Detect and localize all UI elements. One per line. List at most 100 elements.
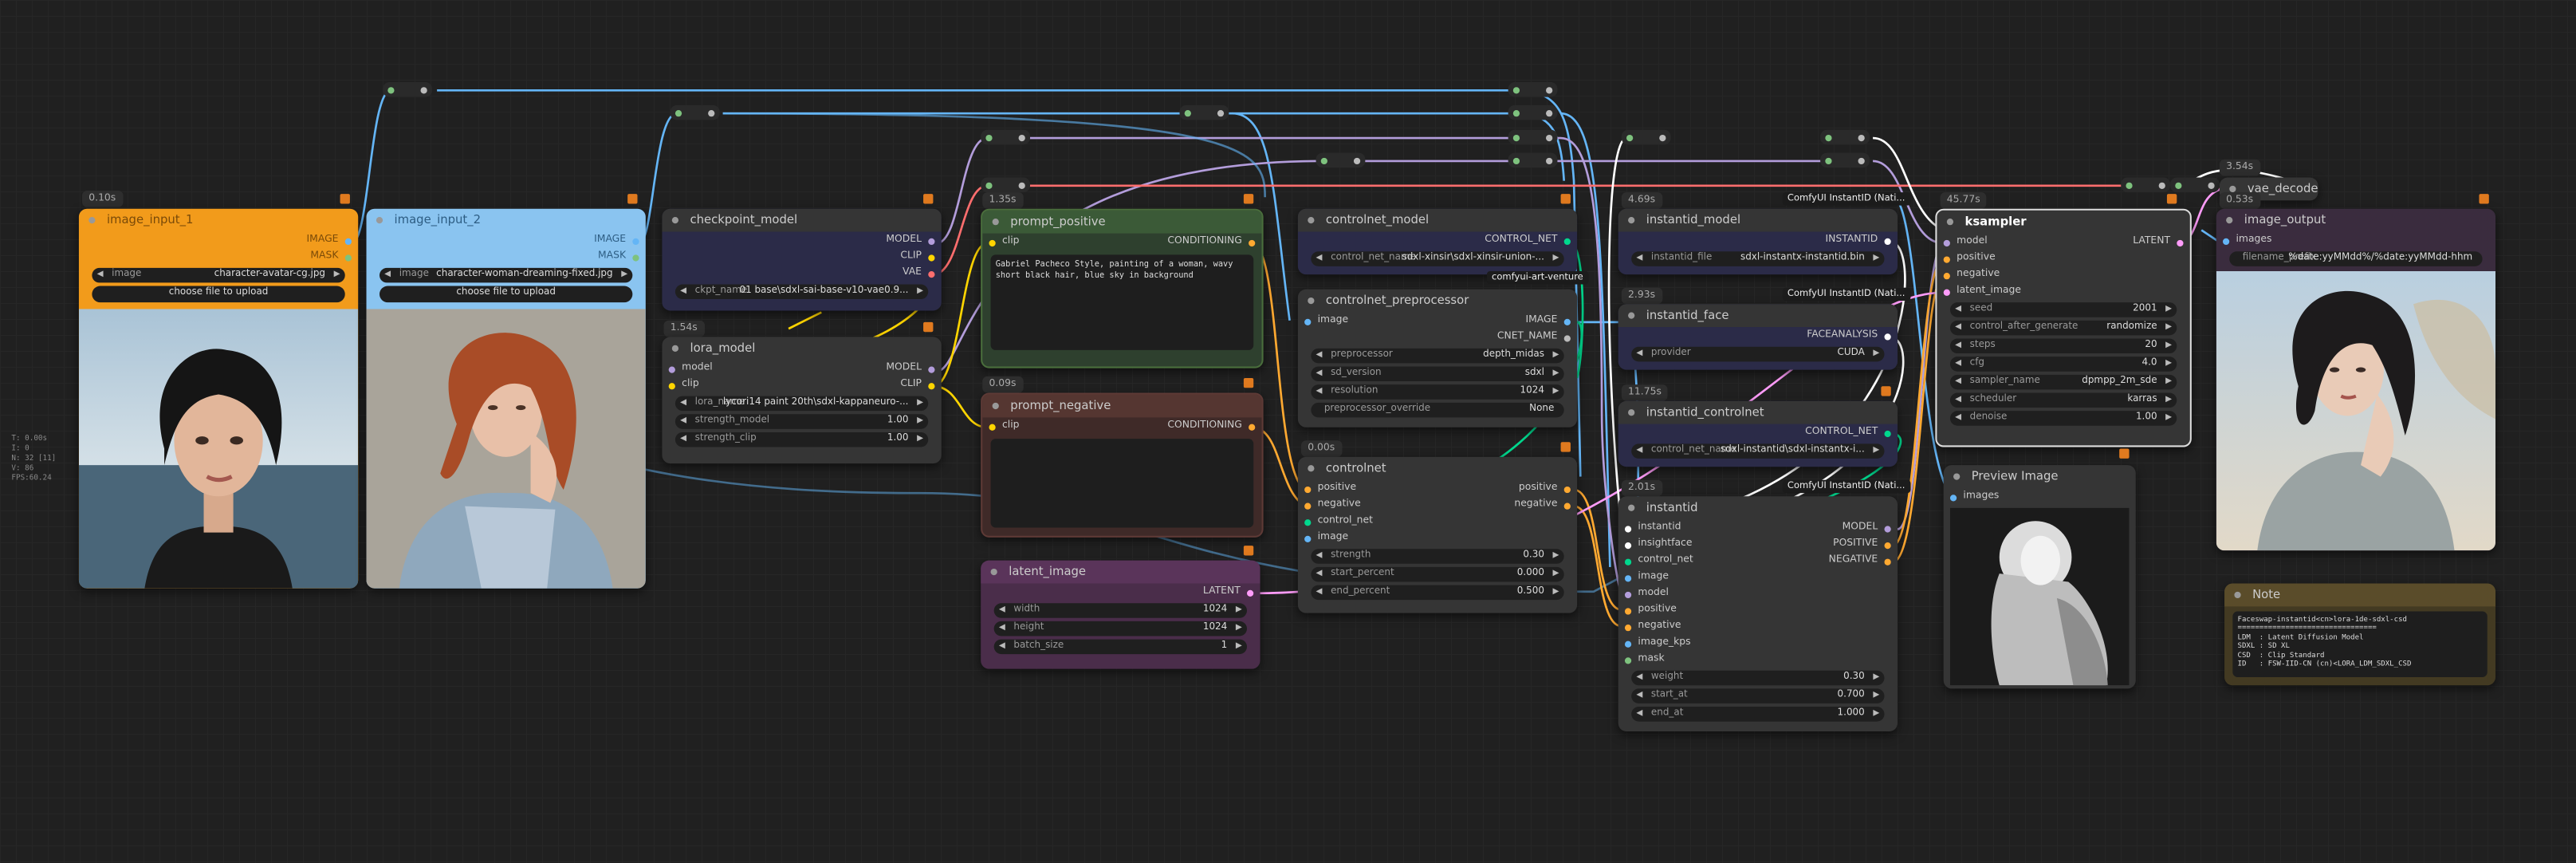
node-title[interactable]: instantid_model: [1618, 208, 1898, 232]
arrow-right-icon[interactable]: ▶: [2165, 412, 2173, 422]
reroute-node[interactable]: [1316, 152, 1366, 168]
reroute-node[interactable]: [1179, 104, 1229, 120]
input-slot[interactable]: [668, 365, 675, 372]
reroute-node[interactable]: [981, 177, 1030, 193]
output-slot[interactable]: [1884, 525, 1891, 532]
reroute-node[interactable]: [2121, 177, 2171, 193]
node-title[interactable]: instantid_controlnet: [1618, 400, 1898, 424]
output-slot[interactable]: [1884, 541, 1891, 549]
input-slot[interactable]: [1304, 502, 1312, 509]
input-slot[interactable]: [668, 382, 675, 389]
input-slot[interactable]: [1943, 238, 1950, 246]
arrow-right-icon[interactable]: ▶: [2165, 303, 2173, 313]
arrow-left-icon[interactable]: ◀: [1636, 444, 1643, 455]
node-title[interactable]: checkpoint_model: [662, 208, 942, 232]
arrow-left-icon[interactable]: ◀: [1636, 689, 1643, 699]
node-checkpoint-model[interactable]: checkpoint_model MODEL CLIP VAE ◀ckpt_na…: [662, 208, 942, 311]
arrow-right-icon[interactable]: ▶: [2165, 339, 2173, 349]
reroute-node[interactable]: [1820, 152, 1870, 168]
output-slot[interactable]: [1884, 237, 1891, 244]
input-slot[interactable]: [1624, 541, 1632, 549]
reroute-node[interactable]: [981, 129, 1030, 145]
output-slot[interactable]: [928, 382, 935, 389]
arrow-right-icon[interactable]: ▶: [1552, 550, 1559, 560]
arrow-right-icon[interactable]: ▶: [1552, 385, 1559, 396]
output-slot[interactable]: [1563, 317, 1571, 325]
node-note[interactable]: Note Faceswap-instantid<cn>lora-1de-sdxl…: [2224, 583, 2496, 686]
reroute-node[interactable]: [1820, 129, 1870, 145]
output-slot[interactable]: [344, 254, 352, 261]
arrow-right-icon[interactable]: ▶: [917, 432, 924, 443]
arrow-left-icon[interactable]: ◀: [680, 396, 687, 407]
input-slot[interactable]: [1304, 485, 1312, 493]
node-title[interactable]: latent_image: [981, 560, 1260, 584]
node-title[interactable]: image_input_2: [367, 209, 646, 232]
output-slot[interactable]: [632, 237, 639, 244]
node-image-output[interactable]: image_output images filename_prefix%date…: [2216, 208, 2496, 551]
arrow-left-icon[interactable]: ◀: [680, 415, 687, 425]
node-title[interactable]: prompt_negative: [982, 394, 1262, 418]
arrow-left-icon[interactable]: ◀: [1316, 385, 1323, 396]
arrow-right-icon[interactable]: ▶: [2165, 375, 2173, 386]
node-title[interactable]: controlnet: [1298, 457, 1577, 480]
filename-prefix-field[interactable]: filename_prefix%date:yyMMdd%/%date:yyMMd…: [2229, 250, 2483, 266]
arrow-right-icon[interactable]: ▶: [1552, 585, 1559, 596]
arrow-right-icon[interactable]: ▶: [1552, 252, 1559, 262]
output-slot[interactable]: [1563, 502, 1571, 509]
arrow-left-icon[interactable]: ◀: [1316, 550, 1323, 560]
input-slot[interactable]: [1624, 607, 1632, 614]
arrow-right-icon[interactable]: ▶: [1873, 689, 1880, 699]
arrow-left-icon[interactable]: ◀: [1636, 671, 1643, 682]
arrow-right-icon[interactable]: ▶: [1235, 621, 1242, 632]
input-slot[interactable]: [1624, 656, 1632, 664]
arrow-right-icon[interactable]: ▶: [621, 268, 628, 279]
arrow-right-icon[interactable]: ▶: [1552, 367, 1559, 377]
arrow-left-icon[interactable]: ◀: [1955, 339, 1962, 349]
arrow-right-icon[interactable]: ▶: [917, 396, 924, 407]
arrow-left-icon[interactable]: ◀: [96, 268, 104, 279]
arrow-left-icon[interactable]: ◀: [1316, 367, 1323, 377]
node-title[interactable]: instantid: [1618, 496, 1898, 519]
output-slot[interactable]: [1246, 589, 1254, 596]
output-slot[interactable]: [1249, 238, 1256, 246]
input-slot[interactable]: [1304, 534, 1312, 542]
output-slot[interactable]: [1884, 333, 1891, 340]
node-title[interactable]: controlnet_model: [1297, 208, 1578, 232]
arrow-right-icon[interactable]: ▶: [1873, 252, 1880, 262]
arrow-right-icon[interactable]: ▶: [1873, 444, 1880, 455]
input-slot[interactable]: [989, 423, 996, 430]
arrow-right-icon[interactable]: ▶: [917, 285, 924, 295]
input-slot[interactable]: [1949, 494, 1957, 501]
arrow-left-icon[interactable]: ◀: [998, 640, 1005, 650]
arrow-left-icon[interactable]: ◀: [1955, 321, 1962, 332]
output-slot[interactable]: [1249, 423, 1256, 430]
input-slot[interactable]: [1304, 518, 1312, 526]
arrow-right-icon[interactable]: ▶: [2165, 393, 2173, 404]
node-title[interactable]: lora_model: [662, 337, 941, 360]
note-textarea[interactable]: Faceswap-instantid<cn>lora-1de-sdxl-csd …: [2232, 611, 2488, 677]
arrow-left-icon[interactable]: ◀: [1636, 252, 1643, 262]
reroute-node[interactable]: [383, 82, 432, 97]
arrow-left-icon[interactable]: ◀: [1955, 393, 1962, 404]
input-slot[interactable]: [1943, 288, 1950, 295]
